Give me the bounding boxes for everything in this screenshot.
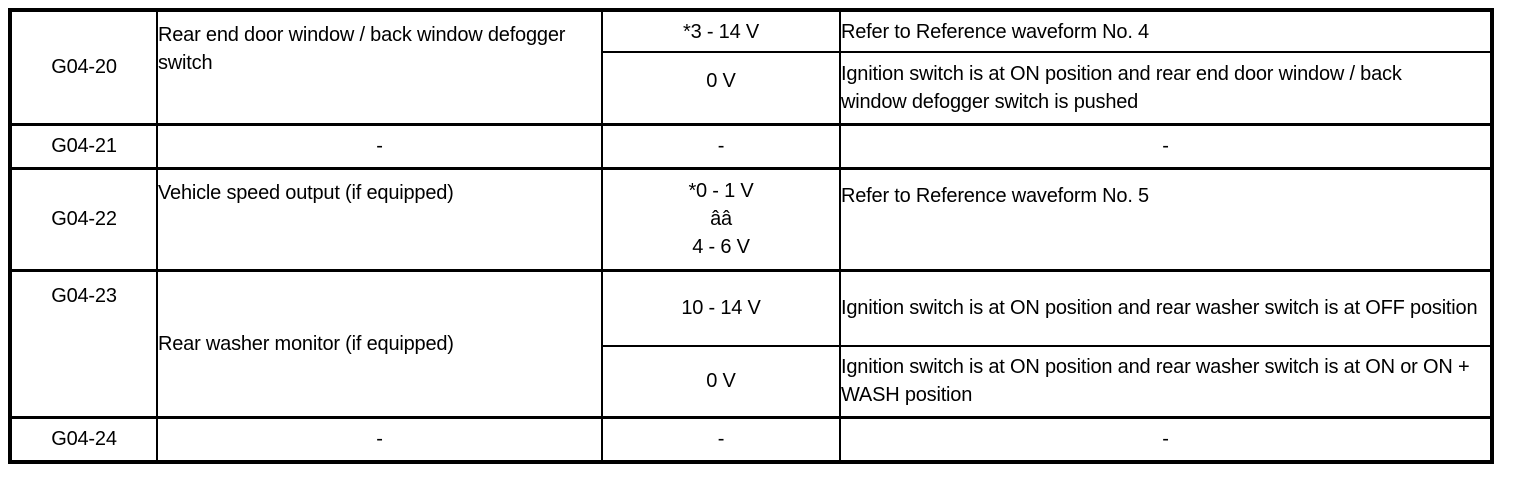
terminal-cell: G04-23 xyxy=(9,268,158,418)
condition-text: Refer to Reference waveform No. 5 xyxy=(841,184,1149,207)
table-row: 0 V Ignition switch is at ON position an… xyxy=(10,345,1493,418)
condition-cell: Ignition switch is at ON position and re… xyxy=(839,51,1493,125)
condition-cell: Refer to Reference waveform No. 5 xyxy=(839,166,1493,271)
table-row: G04-23 Rear washer monitor (if equipped)… xyxy=(9,268,1493,418)
voltage-line: *0 - 1 V xyxy=(688,180,754,202)
terminal-cell: G04-22 xyxy=(9,166,158,271)
voltage-cell: 0 V xyxy=(601,51,841,125)
document-page: G04-20 Rear end door window / back windo… xyxy=(8,8,1494,464)
voltage-cell: - xyxy=(601,415,841,463)
condition-text: Refer to Reference waveform No. 4 xyxy=(841,20,1149,43)
condition-text: Ignition switch is at ON position and re… xyxy=(841,297,1478,320)
voltage-cell: - xyxy=(601,122,841,169)
table-row: 0 V Ignition switch is at ON position an… xyxy=(10,51,1493,125)
description-cell: Rear washer monitor (if equipped) xyxy=(156,268,603,418)
description-text: Vehicle speed output (if equipped) xyxy=(158,181,454,204)
description-cell: Vehicle speed output (if equipped) xyxy=(156,166,603,271)
voltage-cell: 10 - 14 V xyxy=(601,268,841,347)
voltage-cell: *0 - 1 V ââ 4 - 6 V xyxy=(601,166,841,271)
terminal-cell: G04-21 xyxy=(9,122,158,169)
terminal-voltage-table: G04-20 Rear end door window / back windo… xyxy=(8,8,1494,464)
condition-text: Ignition switch is at ON position and re… xyxy=(841,356,1470,407)
table-row: G04-21 - - - xyxy=(9,122,1493,169)
condition-cell: - xyxy=(839,415,1493,463)
condition-cell: Ignition switch is at ON position and re… xyxy=(839,268,1493,347)
table-row: G04-20 Rear end door window / back windo… xyxy=(9,9,1493,125)
table-row: G04-24 - - - xyxy=(9,415,1493,463)
condition-text: Ignition switch is at ON position and re… xyxy=(841,62,1402,113)
description-cell: - xyxy=(156,415,603,463)
voltage-line: ââ xyxy=(710,208,732,230)
description-text: Rear end door window / back window defog… xyxy=(158,24,566,74)
condition-cell: Refer to Reference waveform No. 4 xyxy=(839,9,1493,53)
description-text: Rear washer monitor (if equipped) xyxy=(158,332,454,355)
table-row: G04-22 Vehicle speed output (if equipped… xyxy=(9,166,1493,271)
voltage-cell: 0 V xyxy=(601,345,841,418)
description-cell: - xyxy=(156,122,603,169)
voltage-cell: *3 - 14 V xyxy=(601,9,841,53)
condition-cell: - xyxy=(839,122,1493,169)
condition-cell: Ignition switch is at ON position and re… xyxy=(839,345,1493,418)
terminal-cell: G04-24 xyxy=(9,415,158,463)
voltage-line: 4 - 6 V xyxy=(692,236,750,258)
terminal-cell: G04-20 xyxy=(9,9,158,125)
description-cell: Rear end door window / back window defog… xyxy=(156,9,603,125)
